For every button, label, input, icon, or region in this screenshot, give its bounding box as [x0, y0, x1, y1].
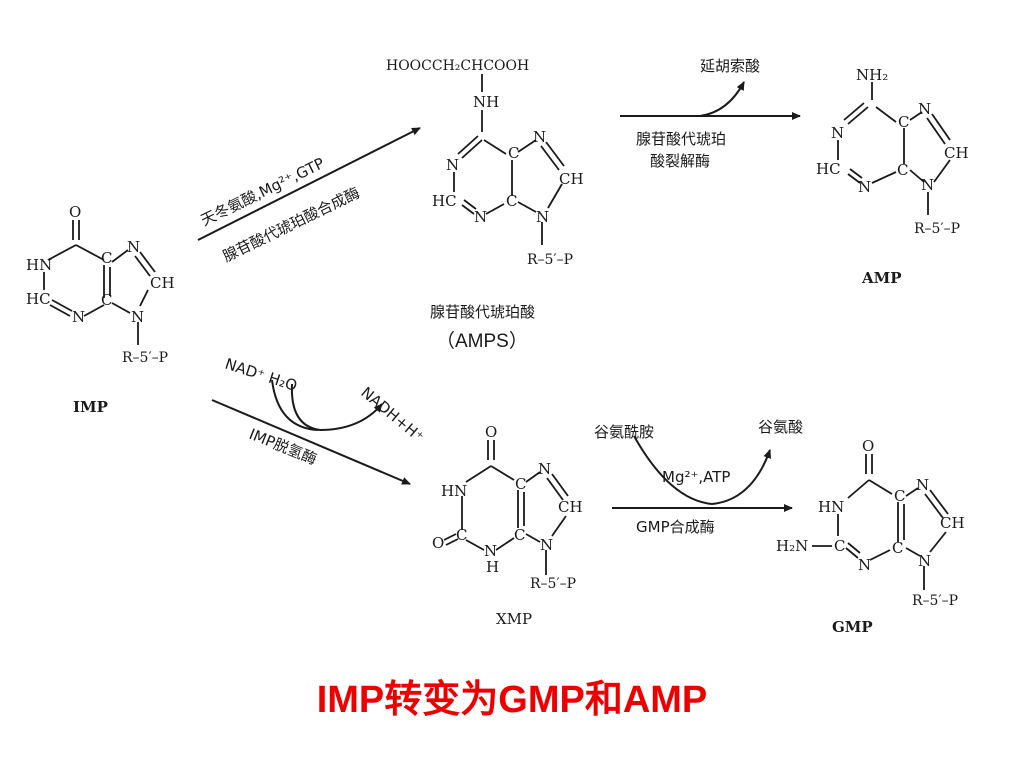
gmp-c2: C [834, 537, 845, 555]
reaction-arrow-imp-xmp [211, 399, 411, 485]
xmp-c4: C [514, 526, 525, 544]
xmp-n3-h: H [486, 558, 499, 576]
gmp-h2n: H₂N [776, 537, 808, 555]
water-in-curve [290, 383, 321, 431]
side-product-arrow-fumarate [699, 81, 745, 117]
xmp-label: XMP [496, 610, 532, 628]
amps-structure: HOOCCH₂CHCOOH NH N HC N C C N CH N R–5′–… [386, 58, 584, 352]
amp-label: AMP [861, 269, 902, 287]
fumarate-label: 延胡索酸 [700, 57, 760, 75]
gmp-label: GMP [832, 618, 873, 636]
reaction-xmp-to-gmp: 谷氨酰胺 谷氨酸 Mg²⁺,ATP GMP合成酶 [594, 418, 803, 536]
amp-c2: HC [816, 160, 841, 178]
xmp-structure: O HN O C N H C C N CH N R–5′–P XMP [432, 423, 583, 628]
reaction-imp-to-amps: 天冬氨酸,Mg²⁺,GTP 腺苷酸代琥珀酸合成酶 [197, 127, 421, 266]
gmp-n1: HN [818, 498, 844, 516]
glutamate-label: 谷氨酸 [758, 418, 803, 436]
amps-c4: C [506, 192, 517, 210]
amps-c5: C [508, 144, 519, 162]
amps-chinese-name: 腺苷酸代琥珀酸 [430, 303, 535, 321]
imp-c8: CH [150, 274, 175, 292]
amps-n3: N [474, 208, 487, 226]
amps-substituent: HOOCCH₂CHCOOH [386, 58, 529, 74]
imp-n7: N [127, 238, 140, 256]
xmp-ribose: R–5′–P [530, 576, 576, 592]
xmp-c8: CH [558, 498, 583, 516]
amp-ribose: R–5′–P [914, 221, 960, 237]
amps-n1: N [446, 156, 459, 174]
xmp-n9: N [540, 536, 553, 554]
amp-c4: C [897, 161, 908, 179]
imp-ribose: R–5′–P [122, 350, 168, 366]
amps-ribose: R–5′–P [527, 252, 573, 268]
amp-nh2: NH₂ [856, 66, 888, 84]
nad-water-label: NAD⁺ H₂O [223, 355, 300, 395]
amps-c8: CH [559, 170, 584, 188]
imp-c4: C [101, 291, 112, 309]
amp-structure: NH₂ N HC N C C N CH N R–5′–P AMP [816, 66, 969, 287]
nadh-out-curve [319, 403, 383, 431]
gmp-oxygen: O [862, 437, 874, 455]
imp-label: IMP [73, 398, 108, 416]
imp-c5: C [101, 249, 112, 267]
gmp-n3: N [858, 556, 871, 574]
amps-nh: NH [473, 93, 499, 111]
amp-c5: C [898, 113, 909, 131]
amp-n7: N [918, 100, 931, 118]
gmp-c4: C [892, 539, 903, 557]
gmp-synthetase-label: GMP合成酶 [636, 518, 715, 536]
imp-structure: O HN HC N C C N CH N R–5′–P IMP [26, 203, 175, 416]
amps-abbrev: （AMPS） [436, 330, 528, 352]
gmp-ribose: R–5′–P [912, 593, 958, 609]
slide-caption: IMP转变为GMP和AMP [316, 679, 708, 721]
xmp-oxygen-6: O [485, 423, 497, 441]
imp-n1: HN [26, 256, 52, 274]
xmp-c2: C [456, 526, 467, 544]
amps-n9: N [536, 208, 549, 226]
reaction-arrow-imp-amps [197, 127, 421, 241]
lyase-label-line1: 腺苷酸代琥珀 [636, 130, 726, 148]
amp-c8: CH [944, 144, 969, 162]
reaction-amps-to-amp: 延胡索酸 腺苷酸代琥珀 酸裂解酶 [620, 57, 801, 170]
xmp-c5: C [515, 475, 526, 493]
amps-n7: N [533, 128, 546, 146]
imp-c2: HC [26, 290, 51, 308]
gmp-structure: O HN H₂N C N C C N CH N R–5′–P GMP [776, 437, 965, 636]
amp-n9: N [921, 176, 934, 194]
amp-n3: N [858, 178, 871, 196]
imp-n9: N [131, 308, 144, 326]
imp-oxygen: O [69, 203, 81, 221]
xmp-n7: N [538, 460, 551, 478]
nad-in-curve [271, 379, 319, 431]
glutamine-glutamate-curve [633, 435, 772, 506]
gmp-n9: N [918, 552, 931, 570]
gmp-c8: CH [940, 514, 965, 532]
xmp-n3: N [484, 542, 497, 560]
amp-n1: N [831, 124, 844, 142]
xmp-n1: HN [441, 482, 467, 500]
reaction-imp-to-xmp: NAD⁺ H₂O NADH+H⁺ IMP脱氢酶 [211, 355, 427, 485]
mg-atp-label: Mg²⁺,ATP [662, 468, 730, 486]
lyase-label-line2: 酸裂解酶 [650, 152, 710, 170]
gmp-c5: C [894, 487, 905, 505]
imp-dehydrogenase-label: IMP脱氢酶 [247, 425, 320, 468]
imp-n3: N [72, 308, 85, 326]
xmp-oxygen-2: O [432, 534, 444, 552]
nadh-label: NADH+H⁺ [357, 383, 427, 446]
gmp-n7: N [916, 476, 929, 494]
amps-c2: HC [432, 192, 457, 210]
glutamine-label: 谷氨酰胺 [594, 423, 654, 441]
